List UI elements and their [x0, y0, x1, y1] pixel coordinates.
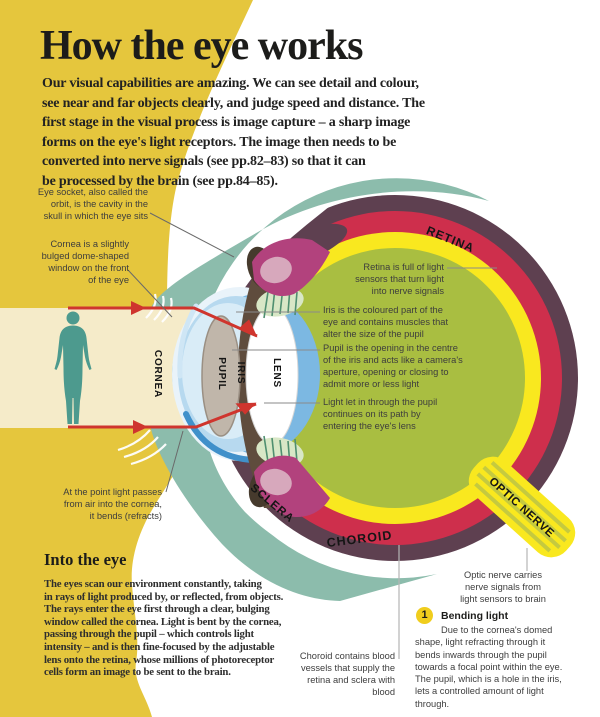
callout-refraction: At the point light passes from air into … [63, 487, 162, 521]
iris-part-label: IRIS [235, 362, 246, 385]
pupil-shape [201, 315, 241, 437]
intro-paragraph: Our visual capabilities are amazing. We … [42, 76, 425, 189]
callout-optic-nerve: Optic nerve carries nerve signals from l… [460, 570, 546, 604]
ray-arrowhead [238, 319, 258, 338]
bending-light-body: Due to the cornea's domed shape, light r… [415, 625, 563, 709]
lens-part-label: LENS [271, 358, 282, 388]
callout-retina: Retina is full of light sensors that tur… [355, 262, 444, 296]
callout-line-refraction [165, 430, 184, 493]
step-number-badge: 1 [416, 607, 433, 624]
callout-lines [127, 212, 528, 659]
page-title: How the eye works [40, 23, 363, 69]
ray-arrowhead [131, 301, 146, 315]
ray-arrowhead [235, 402, 257, 415]
optic-nerve-stalk: OPTIC NERVE [468, 456, 576, 558]
iris-shape [238, 250, 292, 508]
socket-gap-lower [208, 444, 320, 558]
cornea-part-label: CORNEA [152, 350, 163, 398]
callout-choroid: Choroid contains blood vessels that supp… [299, 651, 395, 697]
socket-gap-upper [216, 206, 330, 310]
light-rays [68, 301, 258, 434]
callout-line-eye-socket [149, 212, 235, 258]
light-beam-band [0, 308, 201, 428]
callout-pupil: Pupil is the opening in the centre of th… [323, 343, 463, 389]
ray-arrowhead [133, 420, 148, 434]
callout-iris: Iris is the coloured part of the eye and… [323, 305, 449, 339]
light-wave-arcs [117, 293, 173, 466]
into-the-eye-heading: Into the eye [44, 550, 127, 569]
callout-light-path: Light let in through the pupil continues… [323, 397, 438, 431]
pupil-part-label: PUPIL [216, 357, 227, 390]
light-ray-bottom [68, 402, 257, 429]
vitreous-body [265, 248, 525, 508]
ciliary-body-bottom [254, 455, 330, 518]
into-the-eye-body: The eyes scan our environment constantly… [44, 578, 284, 679]
callout-eye-socket: Eye socket, also called the orbit, is th… [37, 187, 148, 221]
ciliary-body-top [252, 238, 330, 297]
cornea-upper-edge [177, 303, 199, 379]
bending-light-section: 1 Bending light Due to the cornea's dome… [415, 606, 573, 710]
background-yellow-top [0, 0, 253, 308]
bending-light-heading: Bending light [441, 610, 509, 622]
light-ray-top [68, 306, 258, 338]
callout-line-cornea [127, 269, 173, 318]
background-yellow-bottom [0, 428, 192, 717]
human-figure [54, 311, 92, 424]
callout-cornea: Cornea is a slightly bulged dome-shaped … [41, 239, 129, 285]
cornea-lower-edge [183, 411, 257, 463]
